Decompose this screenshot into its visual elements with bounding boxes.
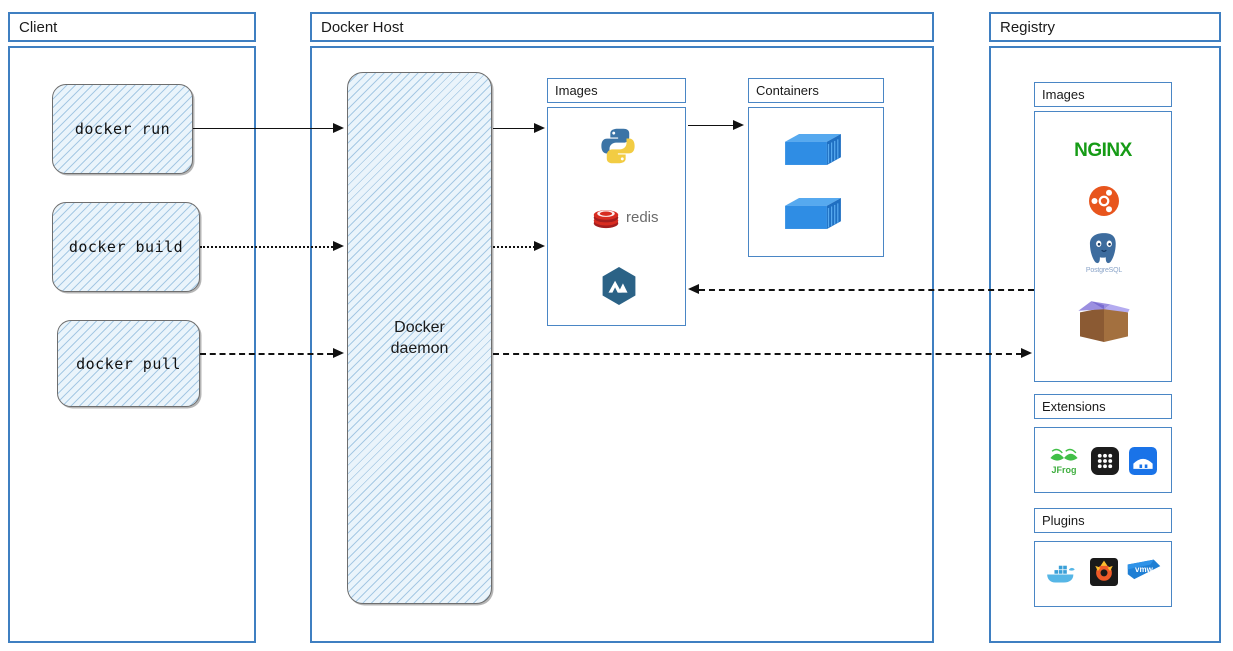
docker-host-panel-title: Docker Host — [310, 12, 934, 42]
docker-build-box[interactable]: docker build — [52, 202, 200, 292]
vmware-label: vmw — [1135, 565, 1153, 574]
docker-daemon-box[interactable]: Docker daemon — [347, 72, 492, 604]
registry-extensions-title-label: Extensions — [1042, 399, 1106, 414]
docker-host-title-label: Docker Host — [321, 18, 404, 36]
arrowhead-run-to-daemon — [333, 122, 344, 133]
connector-build-to-daemon — [200, 246, 333, 248]
python-logo-icon — [598, 126, 638, 166]
client-title-label: Client — [19, 18, 58, 36]
redis-label: redis — [626, 208, 659, 226]
redis-label-wrap: redis — [622, 205, 670, 229]
registry-extensions-title: Extensions — [1034, 394, 1172, 419]
docker-pull-box[interactable]: docker pull — [57, 320, 200, 407]
arrowhead-daemon-to-images-dotted — [534, 240, 545, 251]
docker-whale-logo-icon — [1044, 556, 1078, 590]
grafana-logo-icon — [1088, 556, 1120, 588]
connector-daemon-to-images-dotted — [493, 246, 535, 248]
container-icon — [782, 192, 844, 238]
arrowhead-images-to-containers — [733, 119, 744, 130]
registry-images-title: Images — [1034, 82, 1172, 107]
jfrog-label: JFrog — [1051, 464, 1077, 475]
grid-apps-icon — [1090, 446, 1120, 476]
registry-images-title-label: Images — [1042, 87, 1085, 102]
host-containers-title-label: Containers — [756, 83, 819, 98]
arrowhead-daemon-to-images-solid — [534, 122, 545, 133]
host-images-title: Images — [547, 78, 686, 103]
redis-logo-icon — [590, 203, 622, 233]
docker-daemon-line2: daemon — [390, 340, 449, 357]
postgresql-label-wrap: PostgreSQL — [1072, 264, 1136, 276]
container-icon — [782, 128, 844, 174]
arrowhead-pull-to-daemon — [333, 347, 344, 358]
alpine-logo-icon — [598, 265, 640, 307]
nginx-logo-icon: NGINX — [1062, 138, 1144, 164]
registry-panel-title: Registry — [989, 12, 1221, 42]
docker-build-label: docker build — [68, 238, 184, 256]
host-containers-body — [748, 107, 884, 257]
docker-daemon-line1: Docker — [394, 319, 445, 336]
connector-run-to-daemon — [193, 128, 333, 129]
docker-run-box[interactable]: docker run — [52, 84, 193, 174]
registry-plugins-title-label: Plugins — [1042, 513, 1085, 528]
vmware-logo-icon: vmw — [1126, 556, 1162, 586]
ubuntu-logo-icon — [1088, 185, 1120, 217]
client-panel-title: Client — [8, 12, 256, 42]
package-box-icon — [1075, 298, 1133, 346]
connector-daemon-to-images-solid — [493, 128, 535, 129]
connector-registry-to-host-images — [699, 289, 1034, 291]
docker-run-label: docker run — [74, 120, 171, 138]
docker-pull-label: docker pull — [76, 354, 181, 373]
blue-disk-icon — [1128, 446, 1158, 476]
postgresql-label: PostgreSQL — [1085, 266, 1123, 274]
host-containers-title: Containers — [748, 78, 884, 103]
connector-daemon-to-registry — [493, 353, 1022, 355]
nginx-label: NGINX — [1074, 140, 1132, 161]
postgresql-logo-icon — [1084, 232, 1124, 266]
arrowhead-build-to-daemon — [333, 240, 344, 251]
connector-images-to-containers — [688, 125, 734, 126]
docker-daemon-label: Docker daemon — [391, 317, 449, 359]
registry-title-label: Registry — [1000, 18, 1056, 36]
registry-plugins-title: Plugins — [1034, 508, 1172, 533]
arrowhead-daemon-to-registry — [1021, 347, 1032, 358]
arrowhead-registry-to-host-images — [688, 283, 699, 294]
connector-pull-to-daemon — [200, 353, 333, 355]
host-images-title-label: Images — [555, 83, 598, 98]
jfrog-logo-icon: JFrog — [1046, 442, 1082, 478]
